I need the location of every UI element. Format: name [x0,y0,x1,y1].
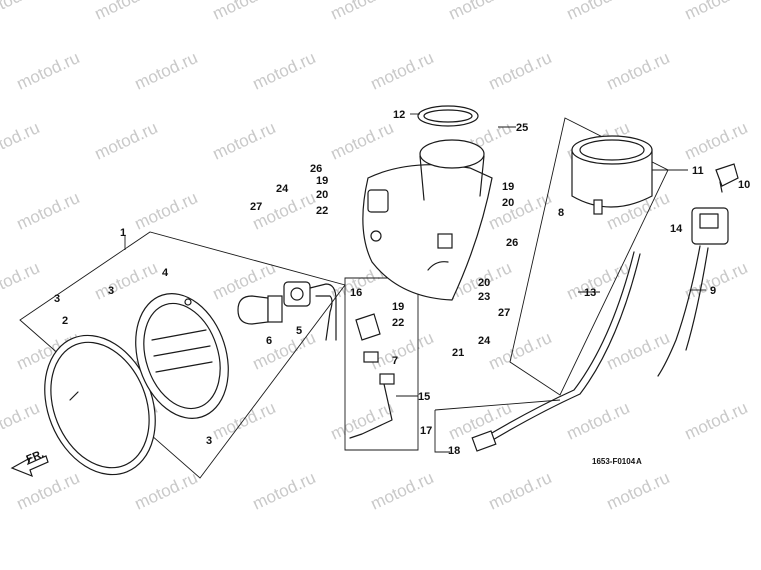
case-trim-ring [417,105,479,127]
callout-6: 6 [266,335,272,347]
callout-23: 23 [478,291,490,303]
callout-15: 15 [418,391,430,403]
watermark-text: motod.ru [0,398,42,444]
headlight-lens-unit [135,293,229,419]
callout-7: 7 [392,355,398,367]
watermark-text: motod.ru [604,48,673,94]
callout-11: 11 [692,165,704,177]
watermark-text: motod.ru [14,468,83,514]
callout-3a: 3 [54,293,60,305]
diagram-revision: A [636,457,642,466]
front-direction-arrow: FR. [10,448,49,478]
callout-13: 13 [584,287,596,299]
headlight-case [362,139,493,301]
callout-12: 12 [393,109,405,121]
ignition-switch [657,207,729,377]
callout-22b: 22 [392,317,404,329]
watermark-text: motod.ru [368,48,437,94]
watermark-text: motod.ru [210,0,279,24]
watermark-text: motod.ru [682,0,751,24]
watermark-text: motod.ru [486,328,555,374]
callout-22a: 22 [316,205,328,217]
watermark-text: motod.ru [0,118,42,164]
watermark-text: motod.ru [92,118,161,164]
watermark-text: motod.ru [132,48,201,94]
callout-27b: 27 [498,307,510,319]
callout-26a: 26 [310,163,322,175]
callout-16: 16 [350,287,362,299]
leader-17 [434,399,561,453]
watermark-text: motod.ru [92,0,161,24]
speedometer-assembly [571,135,653,215]
watermark-text: motod.ru [682,398,751,444]
callout-8: 8 [558,207,564,219]
bulb-socket [283,281,337,341]
callout-20b: 20 [502,197,514,209]
ignition-key [715,163,739,193]
watermark-text: motod.ru [210,398,279,444]
callout-17: 17 [420,425,432,437]
headlight-rim [44,334,156,476]
watermark-text: motod.ru [0,0,42,24]
callout-1: 1 [120,227,126,239]
watermark-text: motod.ru [14,48,83,94]
callout-26b: 26 [506,237,518,249]
watermark-text: motod.ru [446,0,515,24]
watermark-text: motod.ru [486,468,555,514]
callout-3b: 3 [108,285,114,297]
callout-2: 2 [62,315,68,327]
callout-24b: 24 [478,335,491,347]
callout-14: 14 [670,223,683,235]
callout-27a: 27 [250,201,262,213]
callout-19a: 19 [316,175,328,187]
socket-harness [349,313,395,439]
callout-19c: 19 [392,301,404,313]
watermark-text: motod.ru [14,188,83,234]
callout-10: 10 [738,179,750,191]
callout-4: 4 [162,267,169,279]
watermark-text: motod.ru [564,0,633,24]
callout-19b: 19 [502,181,514,193]
callout-21: 21 [452,347,464,359]
callout-3c: 3 [206,435,212,447]
watermark-text: motod.ru [328,398,397,444]
callout-20c: 20 [478,277,490,289]
watermark-text: motod.ru [250,48,319,94]
watermark-text: motod.ru [368,468,437,514]
watermark-text: motod.ru [132,468,201,514]
watermark-text: motod.ru [250,468,319,514]
watermark-text: motod.ru [328,0,397,24]
watermark-text: motod.ru [682,118,751,164]
callout-24a: 24 [276,183,289,195]
callout-18: 18 [448,445,460,457]
headlight-bulb [237,295,283,325]
watermark-text: motod.ru [486,48,555,94]
speedometer-cable [471,251,641,452]
callout-20a: 20 [316,189,328,201]
watermark-text: motod.ru [0,258,42,304]
watermark-text: motod.ru [210,118,279,164]
callout-25: 25 [516,122,528,134]
watermark-text: motod.ru [132,188,201,234]
watermark-text: motod.ru [328,118,397,164]
callout-9: 9 [710,285,716,297]
diagram-code: 1653-F0104 [592,457,636,466]
watermark-text: motod.ru [564,398,633,444]
watermark-text: motod.ru [604,468,673,514]
callout-5: 5 [296,325,302,337]
